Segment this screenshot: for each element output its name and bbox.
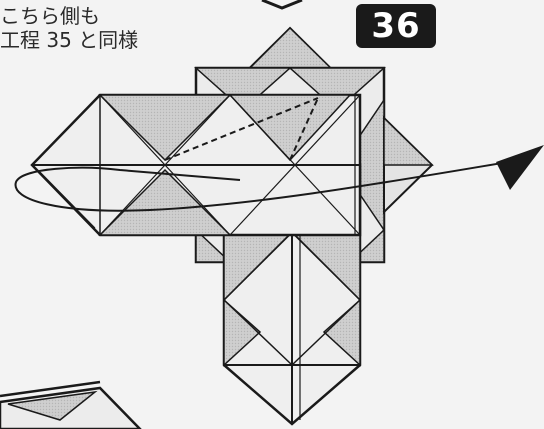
- step-number-badge: 36: [356, 4, 436, 48]
- instruction-caption: こちら側も 工程 35 と同様: [0, 4, 138, 52]
- fold-direction-arrow: [14, 145, 544, 212]
- right-point: [383, 115, 434, 215]
- instruction-line-1: こちら側も: [0, 4, 100, 28]
- top-arrow-tip-icon: [261, 0, 303, 10]
- instruction-line-2: 工程 35 と同様: [0, 28, 139, 52]
- bottom-left-partial-figure: [0, 380, 142, 429]
- arrowhead-triangle-icon: [496, 145, 544, 190]
- horizontal-flap: [30, 93, 362, 237]
- dashed-valley-fold-line: [164, 97, 319, 161]
